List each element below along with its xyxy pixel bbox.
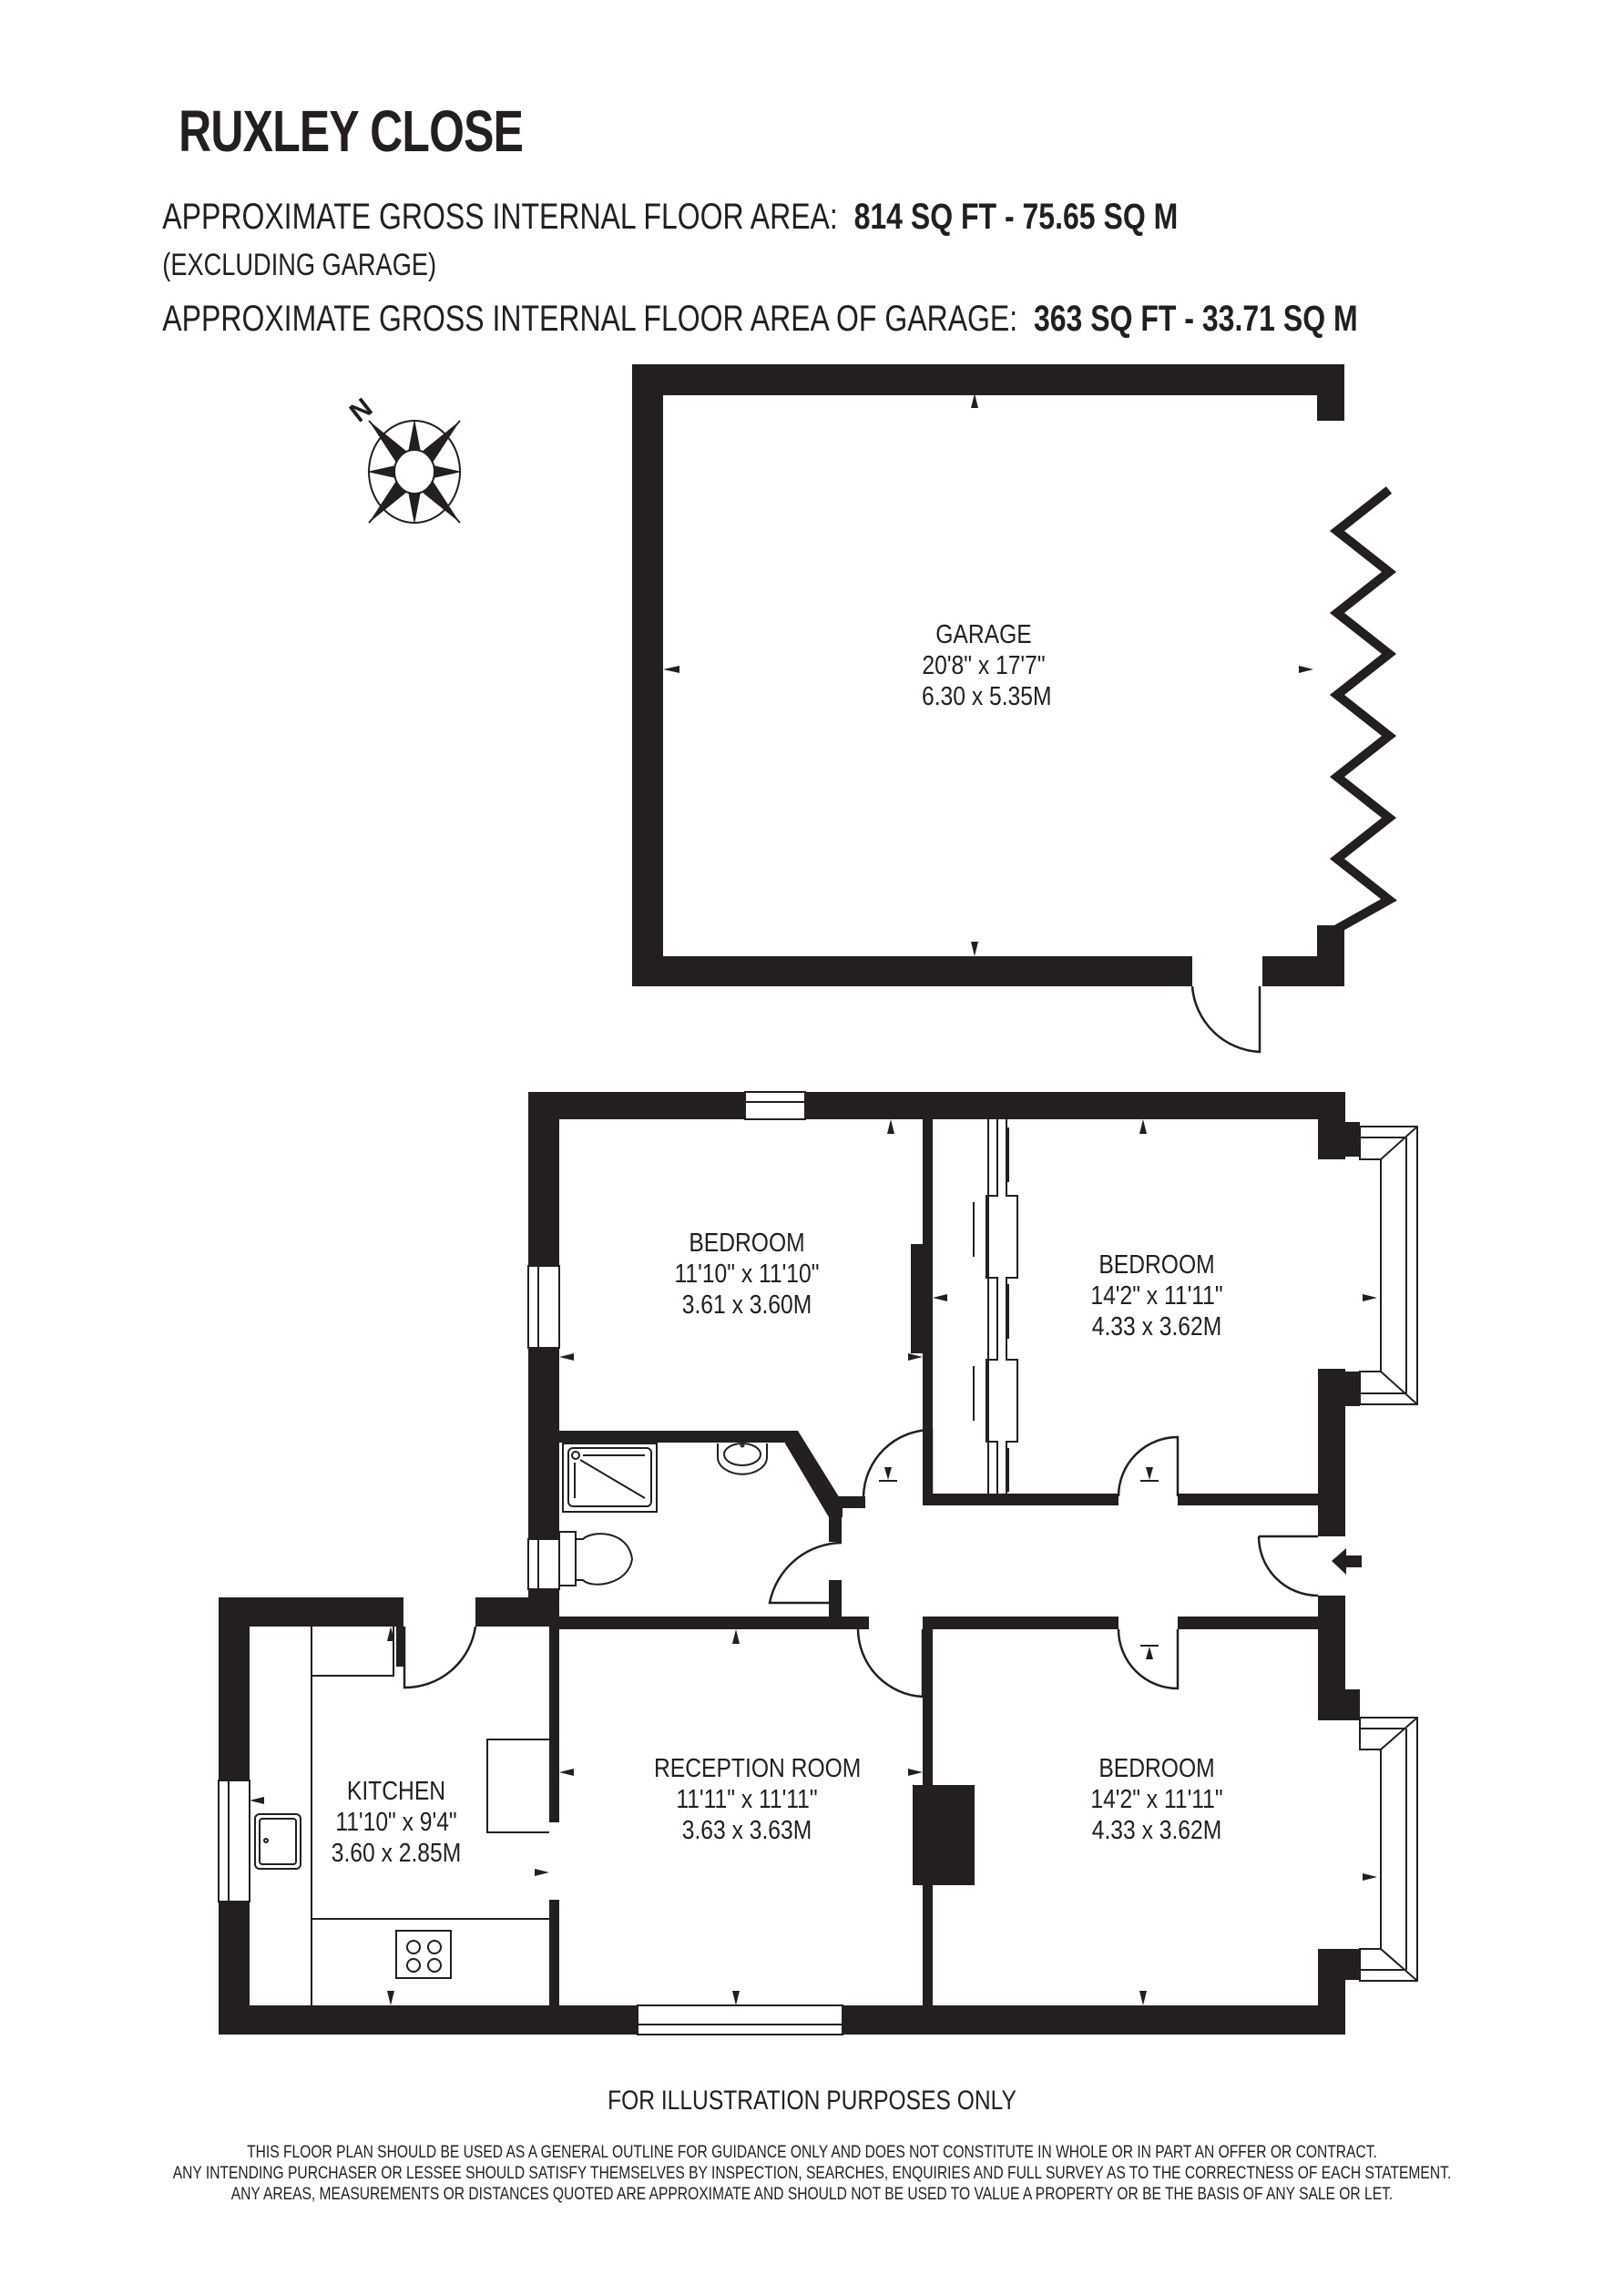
room-garage: GARAGE 20'8" x 17'7" 6.30 x 5.35M bbox=[922, 619, 1052, 712]
bay-jamb-1b bbox=[1318, 1372, 1360, 1406]
room-imperial: 14'2" x 11'11" bbox=[1090, 1281, 1223, 1311]
illustration-note: FOR ILLUSTRATION PURPOSES ONLY bbox=[608, 2086, 1016, 2116]
room-name: RECEPTION ROOM bbox=[654, 1754, 862, 1783]
corridor-top-wall-a bbox=[923, 1494, 1118, 1505]
page-title: RUXLEY CLOSE bbox=[179, 98, 524, 164]
bedroom-divider-wall bbox=[923, 1119, 933, 1497]
bay-jamb-2b bbox=[1318, 1949, 1360, 1980]
garage-left-wall bbox=[632, 364, 663, 986]
room-metric: 4.33 x 3.62M bbox=[1091, 1312, 1222, 1341]
bathroom-angled-wall bbox=[785, 1431, 843, 1517]
garage-area-label: APPROXIMATE GROSS INTERNAL FLOOR AREA OF… bbox=[162, 299, 1018, 339]
room-imperial: 14'2" x 11'11" bbox=[1090, 1785, 1223, 1814]
entrance-arrow-icon bbox=[1332, 1548, 1362, 1575]
room-metric: 4.33 x 3.62M bbox=[1091, 1816, 1222, 1845]
toilet-icon bbox=[558, 1531, 634, 1586]
folding-garage-door-icon[interactable] bbox=[1329, 486, 1397, 933]
garage-area-line: APPROXIMATE GROSS INTERNAL FLOOR AREA OF… bbox=[162, 301, 1461, 337]
garage-right-pier-bottom bbox=[1317, 925, 1344, 986]
bay-window-bedroom-2 bbox=[1359, 1126, 1418, 1405]
room-bedroom-2: BEDROOM 14'2" x 11'11" 4.33 x 3.62M bbox=[1079, 1250, 1234, 1342]
room-imperial: 11'11" x 11'11" bbox=[676, 1785, 818, 1814]
chimney-breast-1 bbox=[911, 1244, 927, 1353]
room-name: KITCHEN bbox=[346, 1777, 446, 1806]
floor-area-value: 814 SQ FT - 75.65 SQ M bbox=[853, 197, 1179, 237]
bathroom-door-pier bbox=[829, 1496, 842, 1542]
chimney-breast-2 bbox=[913, 1785, 975, 1885]
hob-icon bbox=[395, 1930, 452, 1979]
disclaimer-line: ANY AREAS, MEASUREMENTS OR DISTANCES QUO… bbox=[230, 2184, 1394, 2204]
kitchen-sink-icon bbox=[254, 1813, 301, 1870]
window-bedroom-1-left bbox=[527, 1265, 560, 1349]
garage-side-door[interactable] bbox=[1190, 985, 1261, 1054]
kitchen-door[interactable] bbox=[403, 1626, 477, 1689]
disclaimer-line: THIS FLOOR PLAN SHOULD BE USED AS A GENE… bbox=[247, 2142, 1377, 2162]
room-metric: 3.61 x 3.60M bbox=[681, 1290, 812, 1320]
garage-area-value: 363 SQ FT - 33.71 SQ M bbox=[1033, 299, 1358, 339]
reception-door[interactable] bbox=[856, 1628, 924, 1698]
entrance-pier-top bbox=[1318, 1496, 1345, 1536]
corridor-bottom-wall-b bbox=[1178, 1617, 1345, 1629]
disclaimer-line: ANY INTENDING PURCHASER OR LESSEE SHOULD… bbox=[172, 2163, 1452, 2183]
window-bathroom bbox=[527, 1538, 560, 1590]
bathroom-door[interactable] bbox=[768, 1541, 843, 1605]
bay-jamb-2a bbox=[1318, 1689, 1360, 1720]
bedroom-3-door[interactable] bbox=[1117, 1628, 1180, 1690]
room-name: BEDROOM bbox=[689, 1229, 805, 1258]
floor-area-note: (EXCLUDING GARAGE) bbox=[162, 248, 437, 282]
room-bedroom-1: BEDROOM 11'10" x 11'10" 3.61 x 3.60M bbox=[669, 1228, 824, 1321]
dimension-markers bbox=[250, 393, 1377, 2005]
wardrobes bbox=[973, 1119, 1018, 1494]
corridor-bottom-wall-a bbox=[923, 1617, 1118, 1629]
bedroom-2-door[interactable] bbox=[1117, 1435, 1180, 1497]
bedroom-top-wall bbox=[528, 1092, 1345, 1119]
disclaimer: THIS FLOOR PLAN SHOULD BE USED AS A GENE… bbox=[162, 2142, 1461, 2205]
bay-window-bedroom-3 bbox=[1359, 1717, 1418, 1982]
entrance-door[interactable] bbox=[1257, 1535, 1319, 1597]
room-metric: 3.60 x 2.85M bbox=[331, 1839, 462, 1868]
room-imperial: 11'10" x 9'4" bbox=[335, 1808, 457, 1837]
bathroom-lower-pier bbox=[829, 1580, 842, 1629]
room-name: GARAGE bbox=[935, 620, 1032, 649]
kitchen-top-wall-right bbox=[475, 1597, 559, 1627]
bathroom-bottom-wall bbox=[559, 1617, 869, 1629]
window-reception bbox=[637, 2004, 843, 2035]
kitchen-reception-wall-lower bbox=[549, 1900, 559, 2005]
room-metric: 6.30 x 5.35M bbox=[922, 682, 1052, 711]
wash-basin-icon bbox=[717, 1443, 768, 1475]
window-bedroom-1-top bbox=[744, 1091, 806, 1120]
bathroom-adjacent-door[interactable] bbox=[862, 1428, 934, 1497]
kitchen-reception-wall-upper bbox=[549, 1627, 559, 1822]
garage-top-wall bbox=[632, 364, 1344, 395]
compass-rose-icon: N bbox=[346, 393, 462, 525]
room-name: BEDROOM bbox=[1098, 1754, 1215, 1783]
kitchen-units bbox=[311, 1627, 549, 2005]
room-reception: RECEPTION ROOM 11'11" x 11'11" 3.63 x 3.… bbox=[654, 1753, 862, 1846]
floor-area-line: APPROXIMATE GROSS INTERNAL FLOOR AREA: 8… bbox=[162, 199, 1461, 235]
kitchen-door-jamb bbox=[396, 1597, 403, 1667]
garage-right-pier-top bbox=[1317, 364, 1344, 421]
room-kitchen: KITCHEN 11'10" x 9'4" 3.60 x 2.85M bbox=[322, 1776, 470, 1869]
garage-bottom-wall-left bbox=[632, 956, 1192, 986]
room-imperial: 20'8" x 17'7" bbox=[922, 651, 1046, 680]
bay-windows bbox=[1359, 1126, 1418, 1982]
shower-tray-icon bbox=[562, 1443, 658, 1513]
fixtures bbox=[254, 1443, 768, 1979]
room-metric: 3.63 x 3.63M bbox=[681, 1816, 812, 1845]
window-kitchen bbox=[218, 1780, 250, 1902]
corridor-top-wall-b bbox=[1178, 1494, 1318, 1505]
room-imperial: 11'10" x 11'10" bbox=[674, 1260, 820, 1289]
doors bbox=[403, 985, 1319, 1698]
room-bedroom-3: BEDROOM 14'2" x 11'11" 4.33 x 3.62M bbox=[1079, 1753, 1234, 1846]
bay-jamb-1a bbox=[1318, 1122, 1360, 1157]
room-name: BEDROOM bbox=[1098, 1250, 1215, 1280]
floor-area-label: APPROXIMATE GROSS INTERNAL FLOOR AREA: bbox=[162, 197, 838, 237]
bathroom-top-wall bbox=[559, 1431, 792, 1443]
